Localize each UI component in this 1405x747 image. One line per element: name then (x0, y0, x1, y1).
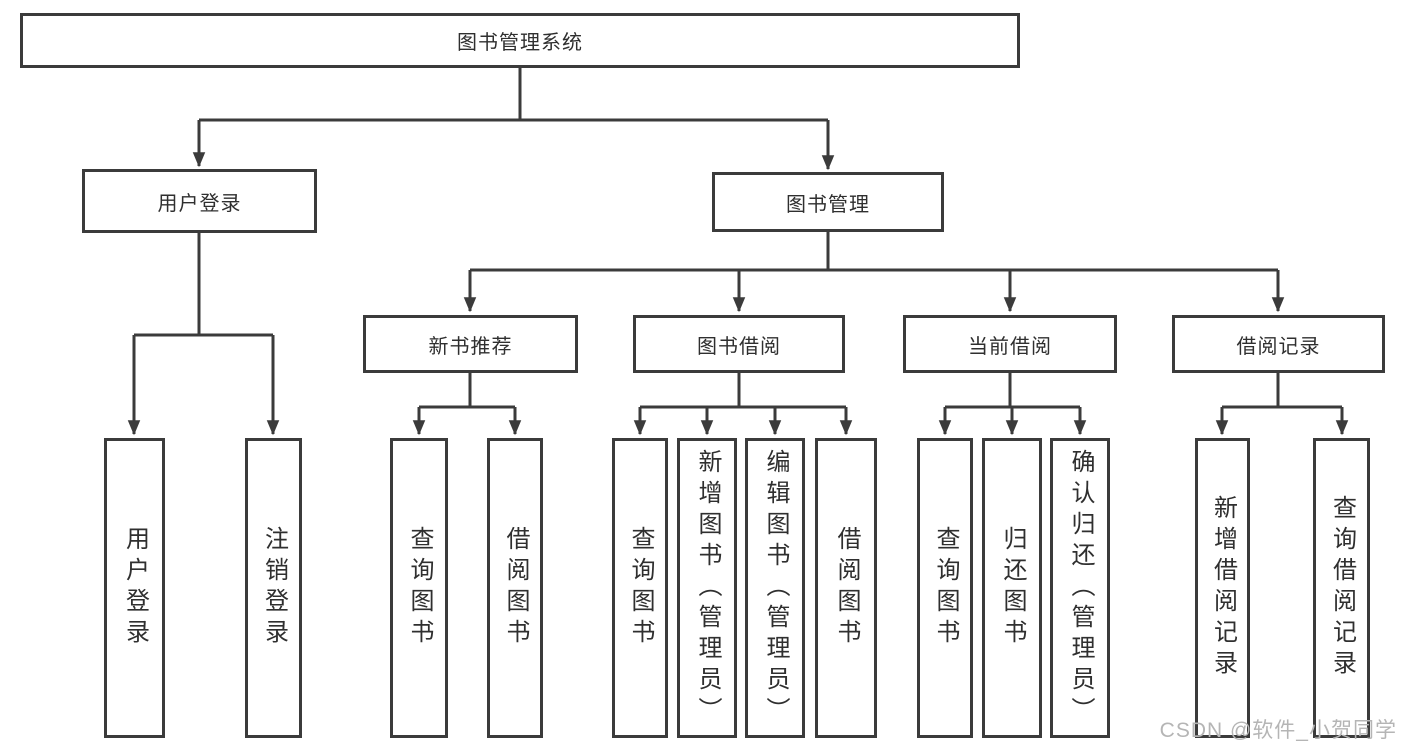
node-user-login-branch-label: 用户登录 (157, 192, 242, 215)
node-leaf-br-query-record-label: 查询借阅记录 (1328, 495, 1356, 681)
node-leaf-user-login: 用户登录 (104, 438, 165, 738)
node-leaf-br-add-record: 新增借阅记录 (1195, 438, 1250, 738)
node-leaf-bb-borrow-book-label: 借阅图书 (833, 526, 860, 650)
node-leaf-logout-label: 注销登录 (260, 526, 288, 650)
node-leaf-cb-query-book-label: 查询图书 (932, 526, 959, 650)
node-new-book-recommend-label: 新书推荐 (428, 335, 513, 358)
node-leaf-bb-edit-book-label: 编辑图书（管理员） (762, 448, 789, 728)
node-leaf-logout: 注销登录 (245, 438, 302, 738)
node-new-book-recommend: 新书推荐 (363, 315, 578, 373)
csdn-watermark: CSDN @软件_小贺同学 (1159, 719, 1397, 742)
node-book-management-branch-label: 图书管理 (786, 193, 870, 216)
node-borrow-record: 借阅记录 (1172, 315, 1385, 373)
node-leaf-rec-query-book-label: 查询图书 (406, 526, 433, 650)
node-leaf-rec-borrow-book-label: 借阅图书 (502, 526, 529, 650)
node-leaf-br-add-record-label: 新增借阅记录 (1209, 495, 1237, 681)
node-leaf-cb-query-book: 查询图书 (917, 438, 973, 738)
node-leaf-bb-query-book: 查询图书 (612, 438, 668, 738)
node-book-borrow: 图书借阅 (633, 315, 845, 373)
node-book-borrow-label: 图书借阅 (697, 335, 781, 358)
node-leaf-user-login-label: 用户登录 (121, 526, 149, 650)
node-root-label: 图书管理系统 (457, 32, 583, 54)
node-leaf-bb-add-book-label: 新增图书（管理员） (694, 448, 721, 728)
node-leaf-cb-return-book: 归还图书 (982, 438, 1042, 738)
node-leaf-bb-edit-book: 编辑图书（管理员） (745, 438, 805, 738)
node-leaf-bb-query-book-label: 查询图书 (627, 526, 654, 650)
node-current-borrow: 当前借阅 (903, 315, 1117, 373)
node-leaf-cb-confirm-return: 确认归还（管理员） (1050, 438, 1110, 738)
node-leaf-br-query-record: 查询借阅记录 (1313, 438, 1370, 738)
node-borrow-record-label: 借阅记录 (1236, 335, 1321, 358)
node-leaf-cb-confirm-return-label: 确认归还（管理员） (1067, 448, 1094, 728)
node-root-system: 图书管理系统 (20, 13, 1020, 68)
node-book-management-branch: 图书管理 (712, 172, 944, 232)
node-leaf-bb-add-book: 新增图书（管理员） (677, 438, 737, 738)
node-current-borrow-label: 当前借阅 (968, 335, 1052, 358)
node-leaf-rec-borrow-book: 借阅图书 (487, 438, 543, 738)
node-user-login-branch: 用户登录 (82, 169, 317, 233)
node-leaf-bb-borrow-book: 借阅图书 (815, 438, 877, 738)
node-leaf-cb-return-book-label: 归还图书 (999, 526, 1026, 650)
node-leaf-rec-query-book: 查询图书 (390, 438, 448, 738)
